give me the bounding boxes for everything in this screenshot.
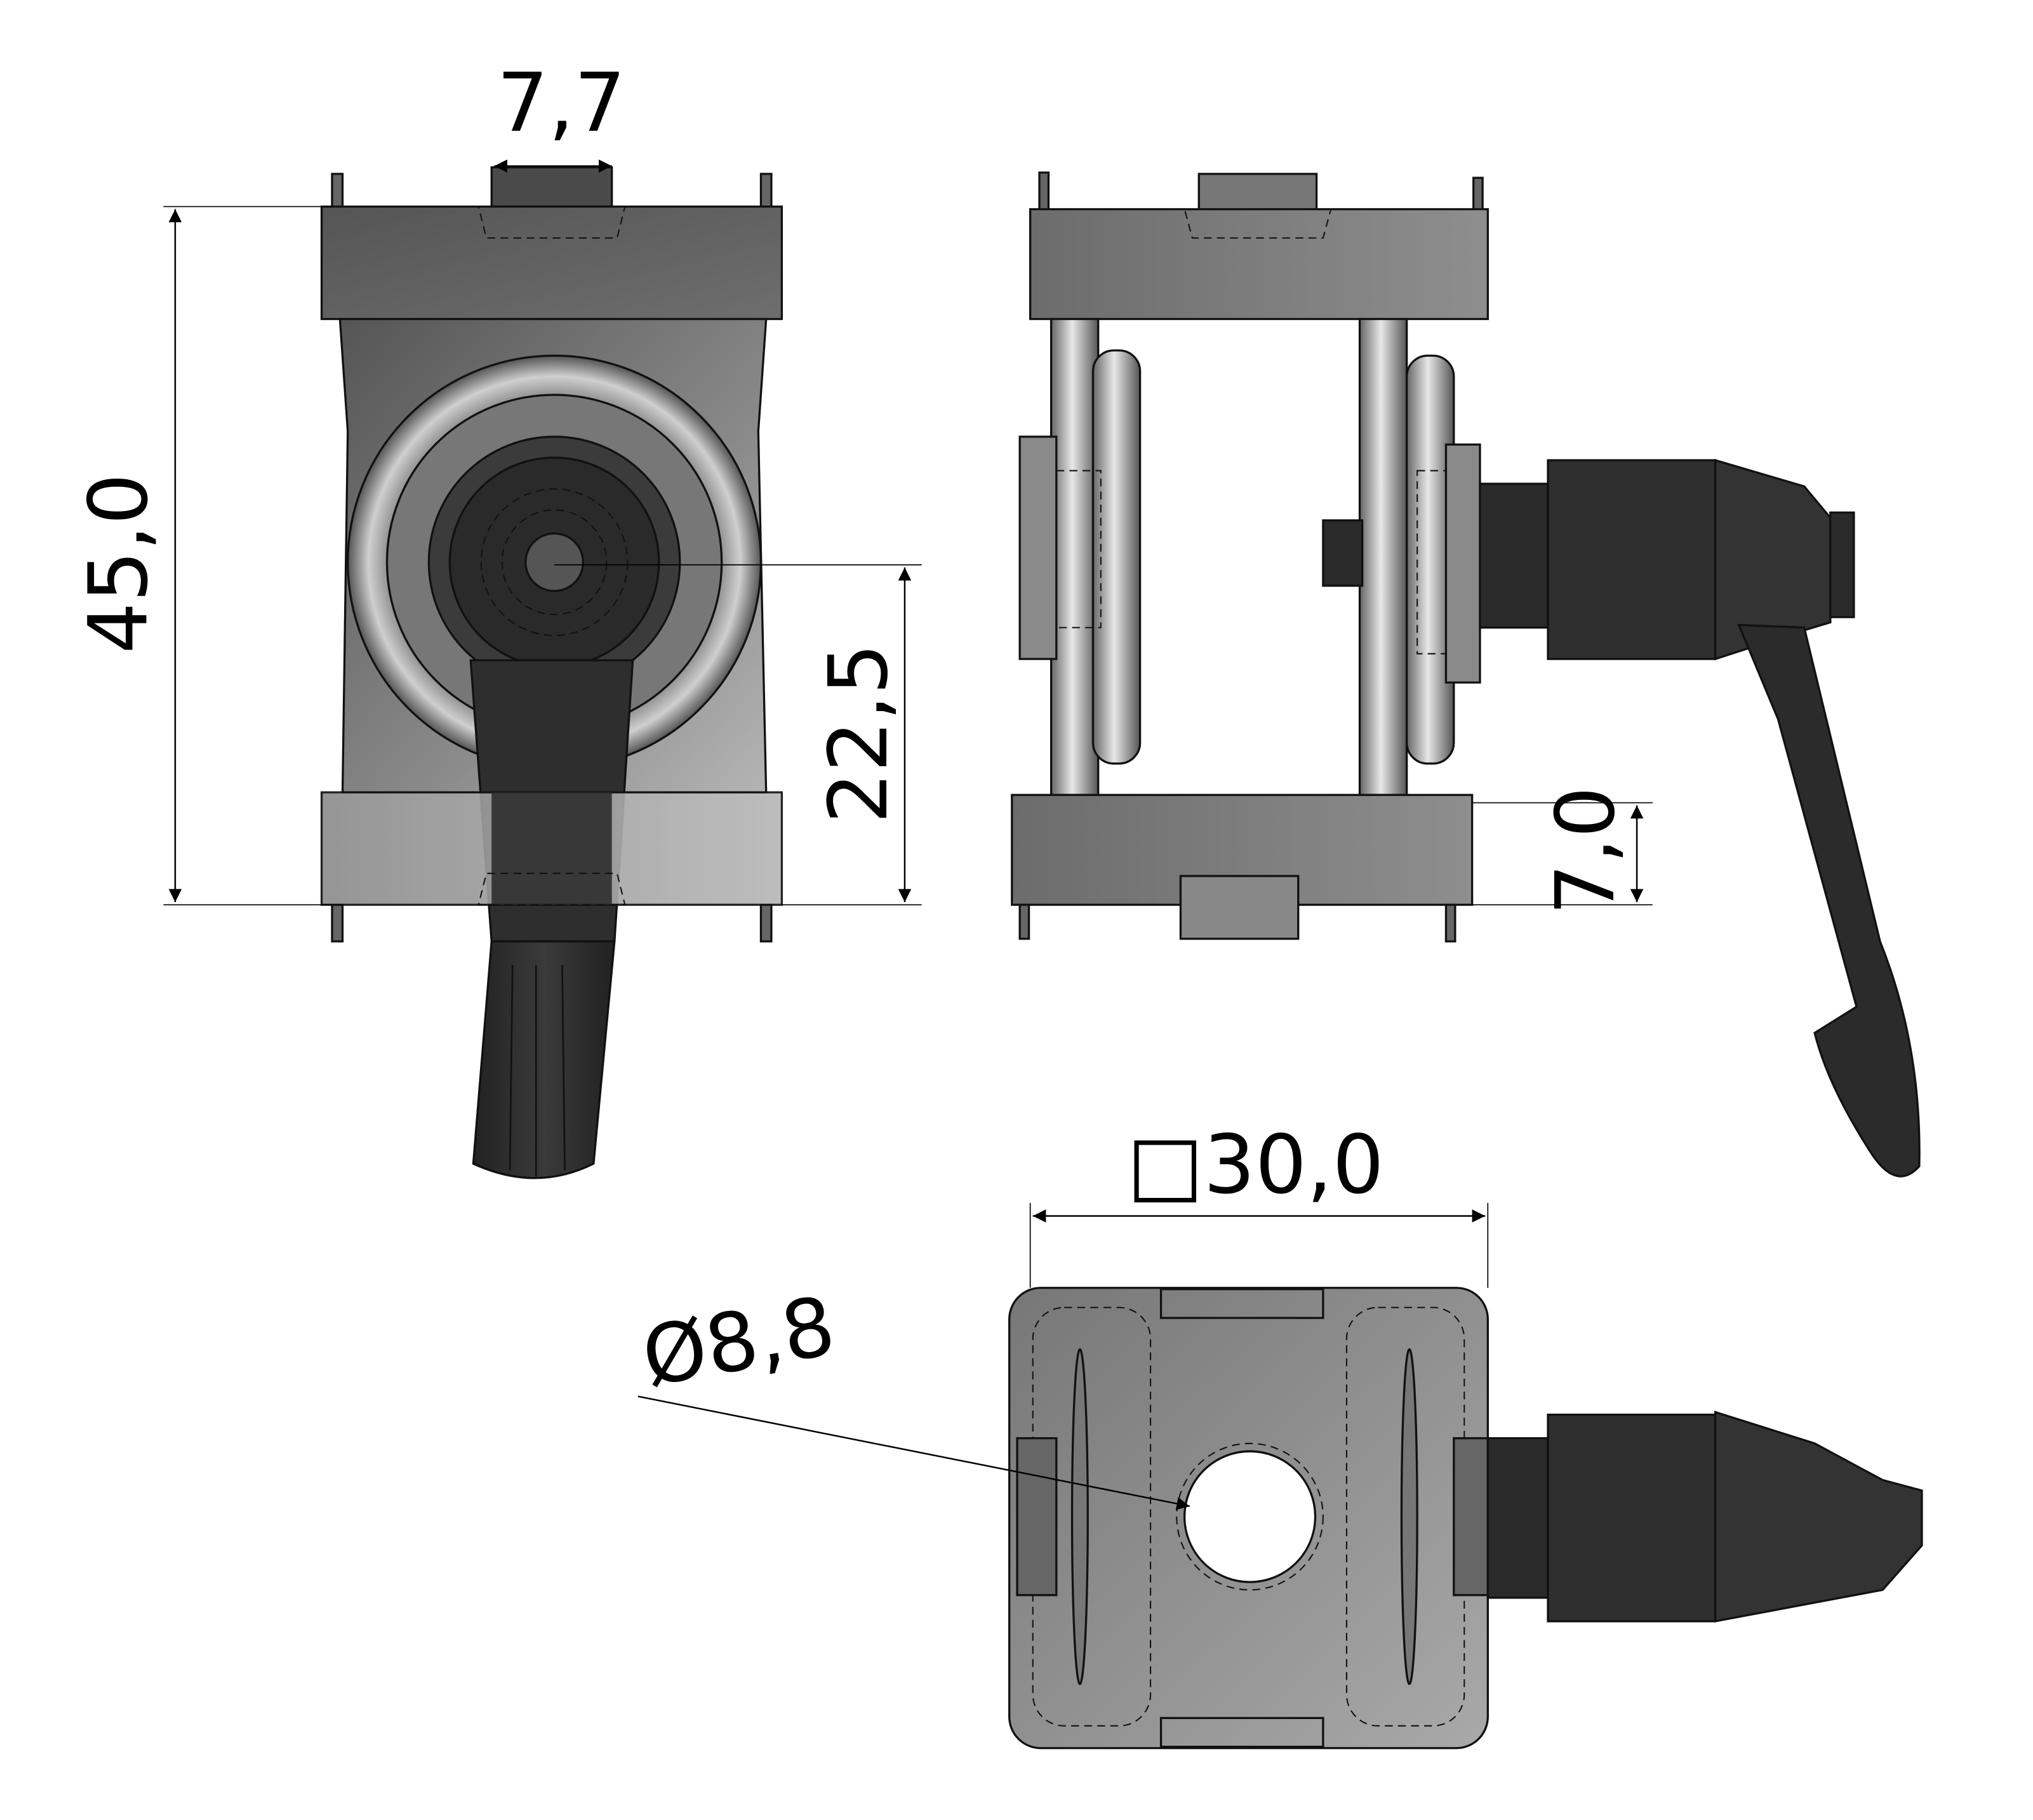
side-top-plate [1029,208,1489,321]
front-view [320,166,783,1179]
side-view [1011,171,1921,1178]
lever-grip [472,940,616,1179]
top-plate [320,205,783,321]
dim-label: □30,0 [1127,1117,1384,1212]
dim-thickness-7-0: 7,0 [1472,787,1653,915]
dim-width-7-7: 7,7 [494,56,626,173]
dim-height-22-5: 22,5 [554,564,922,906]
dim-label: 22,5 [811,643,906,823]
dim-diameter-8-8: Ø8,8 [636,1279,1190,1510]
pin [759,903,773,943]
lever-shaft [1479,482,1549,629]
lever-shaft-top [1486,1437,1554,1599]
dim-label: 7,7 [497,56,625,150]
dim-label: 45,0 [72,474,166,654]
pin [331,173,344,209]
pin [331,903,344,943]
post [1358,317,1408,796]
top-tab [490,166,613,208]
lever-arm [1737,623,1921,1178]
dim-square-30-0: □30,0 [1029,1117,1489,1288]
lever-hub-top [1547,1413,1717,1623]
center-hole [1183,1450,1317,1583]
bottom-tab [1179,875,1300,940]
dim-label: 7,0 [1538,787,1633,915]
lever-hub [1547,459,1717,660]
pin [759,173,773,209]
dim-label: Ø8,8 [636,1279,842,1405]
post [1050,317,1100,796]
top-view [1008,1287,1923,1750]
dim-height-45-0: 45,0 [72,206,333,906]
